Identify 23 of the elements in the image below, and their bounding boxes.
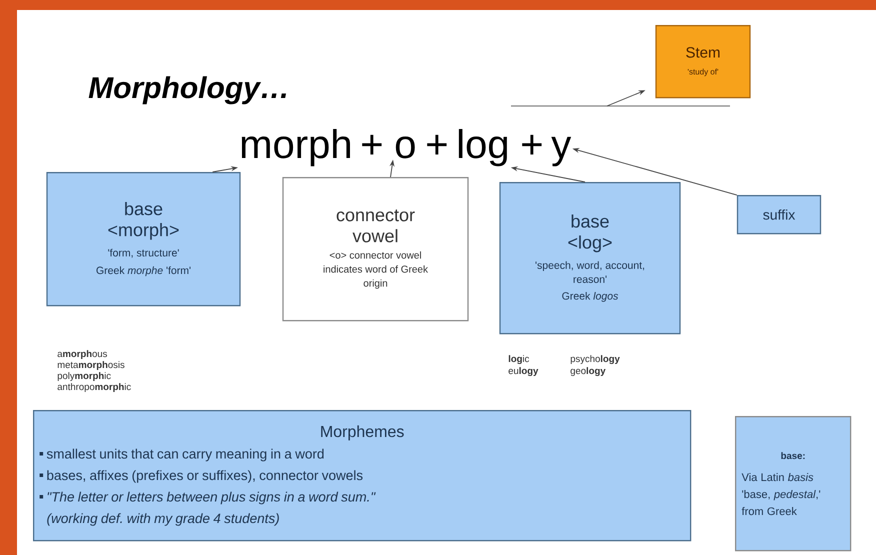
base-box: base <morph> 'form, structure' Greek morphe 'form' (46, 172, 241, 306)
word-part: morph (242, 129, 350, 166)
base-box: base <log> 'speech, word, account, reason' Greek logos (499, 182, 681, 334)
suffix-box: suffix (736, 195, 822, 234)
example-word: polymorphic (58, 372, 111, 381)
slide-title: Morphology… (88, 76, 286, 104)
example-word: geology (570, 367, 606, 376)
word-part: o (396, 136, 415, 158)
example-word: anthropomorphic (58, 383, 131, 392)
example-word: psychology (570, 355, 620, 364)
plus-sign: + (522, 134, 542, 154)
example-word: logic (508, 355, 530, 364)
plus-sign: + (362, 134, 382, 154)
example-word: metamorphosis (58, 361, 124, 370)
word-part: log (458, 129, 507, 166)
note-box: base: Via Latin basis 'base, pedestal,' from Greek (735, 416, 852, 552)
example-word: amorphous (58, 350, 107, 359)
definition-box: Morphemes smallest units that can carry meaning in a word bases, affixes (prefixes or suffixes), connector vowels "The letter or letters between plus signs in a word sum." (working def. with my grade 4 students) (33, 410, 692, 542)
plus-sign: + (427, 134, 447, 154)
word-part: y (551, 136, 572, 166)
connector-vowel-box: connector vowel <o> connector vowel indicates word of Greek origin (282, 177, 469, 322)
example-word: eulogy (508, 367, 538, 376)
stem-box: Stem 'study of' (655, 25, 751, 98)
